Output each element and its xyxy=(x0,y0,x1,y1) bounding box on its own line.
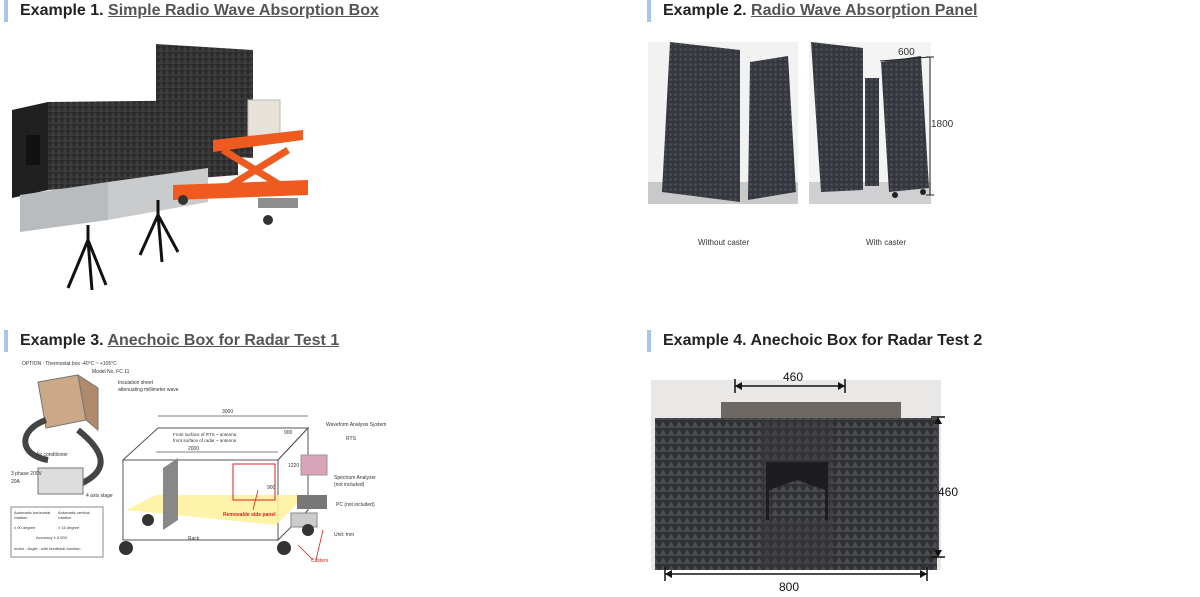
ex3-aircon: Air conditioner xyxy=(36,452,68,458)
ex3-box3: Automatic vertical rotation xyxy=(58,510,90,520)
example-2-image-with-caster xyxy=(809,42,931,204)
example-3-prefix: Example 3. xyxy=(20,332,108,349)
ex3-pc: PC (not included) xyxy=(336,502,375,508)
example-2-caption-without: Without caster xyxy=(698,238,750,247)
example-2-link[interactable]: Radio Wave Absorption Panel xyxy=(751,2,978,19)
example-2-prefix: Example 2. xyxy=(663,2,752,19)
example-4-bottom-dim: 800 xyxy=(779,580,800,594)
ex3-casters: Casters xyxy=(311,558,329,564)
ex3-box2: ± 90 degree xyxy=(14,525,36,530)
ex3-option: OPTION : Thermostat box -40°C ~ +105°C xyxy=(22,361,117,367)
example-2-dimension-lines xyxy=(879,56,934,196)
ex3-dim-900b: 900 xyxy=(267,485,276,491)
ex3-dim-2000: 2000 xyxy=(188,446,200,452)
ex3-attenuating: attenuating millimeter wave xyxy=(118,387,179,393)
ex3-box4: ± 15 degree xyxy=(58,525,80,530)
ex3-rts: RTS xyxy=(346,436,356,442)
example-3-link[interactable]: Anechoic Box for Radar Test 1 xyxy=(107,332,340,349)
ex3-model: Model No. FC 11 xyxy=(92,369,130,375)
ex3-insulation: Insulation sheet xyxy=(118,380,154,386)
example-3-heading: Example 3. Anechoic Box for Radar Test 1 xyxy=(4,330,339,352)
example-4-heading: Example 4. Anechoic Box for Radar Test 2 xyxy=(647,330,982,352)
ex3-dim-1220: 1220 xyxy=(288,463,300,469)
example-4-title: Example 4. Anechoic Box for Radar Test 2 xyxy=(663,332,983,349)
example-1-heading: Example 1. Simple Radio Wave Absorption … xyxy=(4,0,379,22)
ex3-power1: 3 phase 200V xyxy=(11,471,42,477)
ex3-box5: Accuracy ± 0.003 xyxy=(36,535,67,540)
ex3-face-note: Front surface of RTS ~ antenna xyxy=(173,432,237,437)
ex3-face-note2: front surface of radar ~ antenna xyxy=(173,438,237,443)
example-4-dimension-lines xyxy=(664,379,945,581)
ex3-dim-900: 900 xyxy=(284,430,293,436)
ex3-spectrum: Spectrum Analyzer xyxy=(334,475,376,481)
example-2-heading: Example 2. Radio Wave Absorption Panel xyxy=(647,0,977,22)
example-3-diagram: OPTION : Thermostat box -40°C ~ +105°C M… xyxy=(8,360,388,570)
ex3-stage: 4 axis stage xyxy=(86,493,113,499)
example-1-prefix: Example 1. xyxy=(20,2,109,19)
ex3-box1: Automatic horizontal rotation xyxy=(14,510,51,520)
example-2-image-without-caster xyxy=(648,42,798,204)
ex3-rack: Rack xyxy=(188,536,200,542)
ex3-power2: 20A xyxy=(11,479,20,485)
example-4-right-dim: 460 xyxy=(938,485,959,499)
example-4-image xyxy=(651,380,941,570)
ex3-removable: Removable side panel xyxy=(223,512,276,518)
example-1-image xyxy=(8,40,328,290)
ex3-spectrum-note: (not included) xyxy=(334,482,365,488)
example-2-caption-with: With caster xyxy=(866,238,907,247)
ex3-dim-3000: 3000 xyxy=(222,409,234,415)
ex3-unit: Unit: mm xyxy=(334,532,354,538)
ex3-waveform: Waveform Analysis System xyxy=(326,422,387,428)
ex3-box6: motor : Angle : with feedback function xyxy=(14,546,81,551)
example-2-width-label: 600 xyxy=(898,47,915,58)
example-2-height-label: 1800 xyxy=(931,119,954,130)
example-1-link[interactable]: Simple Radio Wave Absorption Box xyxy=(108,2,379,19)
example-4-top-dim: 460 xyxy=(783,370,804,384)
